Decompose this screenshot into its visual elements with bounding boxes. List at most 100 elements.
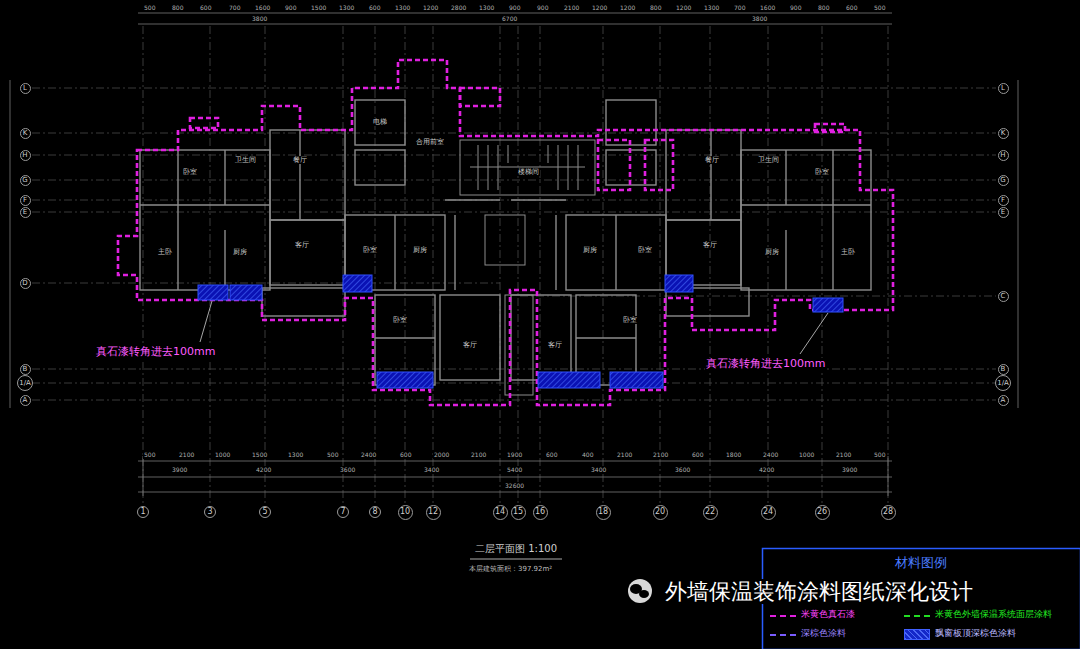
dimension: 1500 [310,5,327,12]
drawing-line [568,145,569,190]
axis-bubble: 28 [881,505,896,520]
drawing-line [138,24,892,25]
drawing-line [265,26,266,504]
dimension: 1000 [214,452,231,459]
drawing-line [10,80,11,408]
dimension: 1500 [251,452,268,459]
drawing-line [488,145,489,190]
axis-bubble: A [998,395,1009,406]
drawing-rect [355,150,405,185]
drawing-rect [813,298,843,312]
drawing-path [118,60,893,405]
drawing-rect [645,140,673,190]
drawing-line [32,88,996,89]
drawing-rect [230,285,262,300]
axis-bubble: E [998,207,1009,218]
drawing-rect [270,130,345,220]
drawing-line [660,26,661,504]
drawing-line [32,369,996,370]
dimension: 900 [284,5,297,12]
axis-number: 28 [883,508,893,516]
dimension: 3900 [841,467,858,474]
dimension: 900 [508,5,521,12]
drawing-rect [190,118,218,128]
dimension: 32600 [504,483,525,490]
drawing-line [445,199,500,200]
axis-bubble: 15 [511,505,526,520]
axis-number: 10 [400,508,410,516]
axis-number: 16 [535,508,545,516]
axis-bubble: C [998,291,1009,302]
dimension: 1000 [798,452,815,459]
drawing-line [800,313,828,354]
drawing-rect [377,372,433,388]
dimension: 3400 [590,467,607,474]
drawing-line [140,204,270,205]
drawing-rect [460,88,500,106]
axis-number: K [23,130,28,137]
dimension: 4200 [758,467,775,474]
axis-bubble: A [20,395,31,406]
axis-number: B [1001,366,1006,373]
room-name: 厨房 [232,248,248,256]
room-name: 电梯 [372,118,388,126]
axis-number: L [23,85,27,92]
legend-text: 米黄色真石漆 [800,609,856,619]
dimension: 1200 [591,5,608,12]
axis-number: 1/A [997,380,1009,387]
dimension: 800 [817,5,830,12]
dimension: 4200 [255,467,272,474]
drawing-rect [610,372,663,388]
drawing-line [603,26,604,504]
drawing-line [375,26,376,504]
axis-number: H [1000,152,1005,159]
axis-number: 26 [817,508,827,516]
drawing-rect [598,140,630,190]
legend-text: 飘窗板顶深棕色涂料 [934,628,1017,638]
dimension: 1800 [725,452,742,459]
axis-number: 22 [705,508,715,516]
drawing-rect [262,288,345,316]
drawing-line [375,337,435,338]
drawing-rect [460,140,595,195]
axis-number: 24 [763,508,773,516]
room-name: 厨房 [764,248,780,256]
dimension: 1200 [675,5,692,12]
callout-note: 真石漆转角进去100mm [705,358,826,371]
axis-number: 15 [513,508,523,516]
dimension: 2100 [616,452,633,459]
legend-title: 材料图例 [894,556,948,571]
room-name: 客厅 [702,241,718,249]
drawing-line [200,301,212,342]
dimension: 3800 [751,16,768,23]
axis-bubble: 5 [259,506,271,518]
room-name: 卧室 [814,168,830,176]
axis-bubble: 12 [426,505,441,520]
drawing-line [32,133,996,134]
drawing-line [224,150,225,205]
dimension: 1600 [759,5,776,12]
axis-number: H [22,152,27,159]
dimension: 600 [691,452,704,459]
dimension: 3600 [674,467,691,474]
drawing-rect [140,150,270,290]
room-name: 卧室 [392,316,408,324]
axis-bubble: 26 [815,505,830,520]
axis-bubble: 1/A [995,375,1011,391]
axis-bubble: 20 [653,505,668,520]
axis-bubble: G [998,175,1009,186]
room-name: 厨房 [412,246,428,254]
dimension: 1300 [287,452,304,459]
dimension: 700 [228,5,241,12]
drawing-rect [538,372,600,388]
dimension: 3400 [423,467,440,474]
dimension: 600 [199,5,212,12]
dimension: 900 [789,5,802,12]
axis-bubble: 18 [596,505,611,520]
drawing-line [578,145,579,190]
drawing-rect [198,285,228,300]
dimension: 400 [581,452,594,459]
dimension: 1300 [394,5,411,12]
drawing-line [143,456,144,496]
axis-number: 3 [207,508,212,516]
